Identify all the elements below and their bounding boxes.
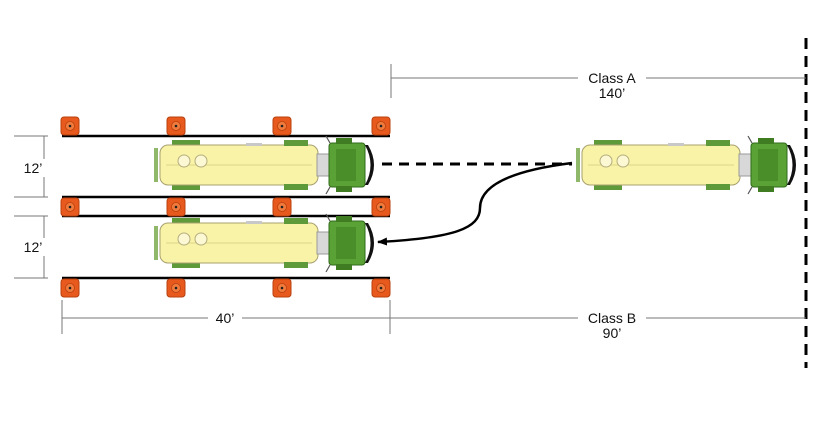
traffic-cone-icon: [60, 278, 80, 298]
class-a-distance: 140’: [599, 85, 625, 101]
cone-row-middle: [60, 197, 391, 217]
tanker-truck-icon: [153, 213, 375, 273]
lane-width-dimension-top: 12’: [14, 135, 48, 198]
class-a-dimension: Class A 140’: [390, 64, 806, 101]
lane-lines: [62, 134, 390, 280]
traffic-cone-icon: [272, 116, 292, 136]
tanker-truck-icon: [153, 135, 375, 195]
cone-row-bottom: [60, 278, 391, 298]
lane-width-bottom-label: 12’: [24, 239, 43, 255]
cone-row-top: [60, 116, 391, 136]
class-b-label: Class B: [588, 310, 636, 326]
traffic-cone-icon: [371, 116, 391, 136]
traffic-cone-icon: [60, 116, 80, 136]
back-up-path-arrow: [377, 161, 573, 246]
traffic-cone-icon: [166, 116, 186, 136]
class-a-label: Class A: [588, 70, 636, 86]
traffic-cone-icon: [371, 197, 391, 217]
lane-width-dimension-bottom: 12’: [14, 215, 48, 279]
class-b-distance: 90’: [603, 325, 622, 341]
tanker-truck-icon: [575, 135, 797, 195]
traffic-cone-icon: [272, 278, 292, 298]
traffic-cone-icon: [60, 197, 80, 217]
lane-length-dimension: 40’: [61, 300, 390, 334]
traffic-cone-icon: [272, 197, 292, 217]
traffic-cone-icon: [166, 197, 186, 217]
traffic-cone-icon: [166, 278, 186, 298]
class-b-dimension: Class B 90’: [389, 300, 806, 341]
lane-length-label: 40’: [216, 310, 235, 326]
traffic-cone-icon: [371, 278, 391, 298]
lane-width-top-label: 12’: [24, 160, 43, 176]
